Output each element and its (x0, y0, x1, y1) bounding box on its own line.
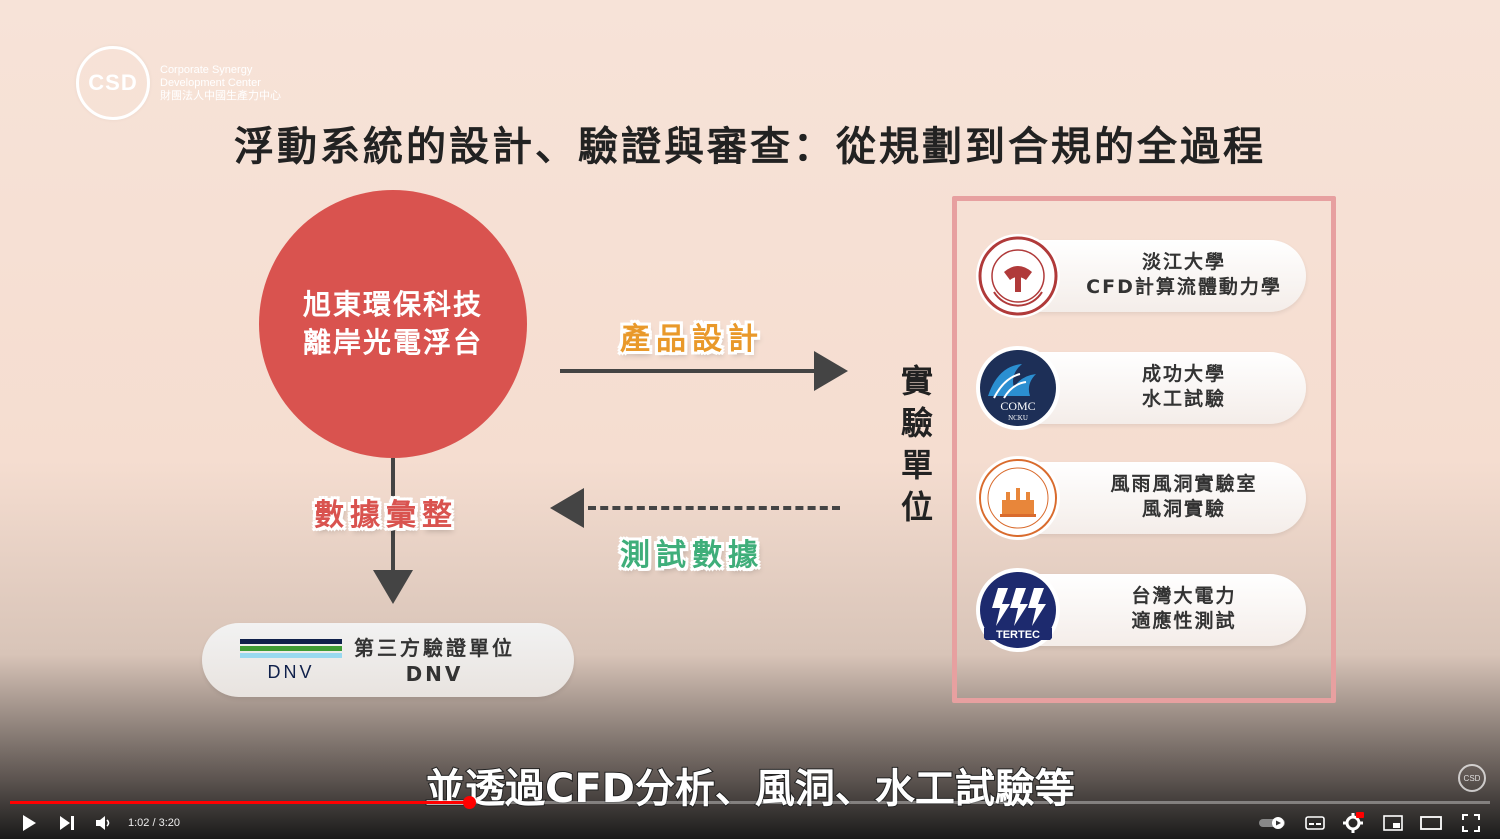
lab-units-box (952, 196, 1336, 703)
arrow-right-icon (814, 351, 848, 391)
lab-units-label: 實 驗 單 位 (896, 360, 938, 528)
dnv-logo-text: DNV (267, 662, 315, 682)
lab-text-ncku: 成功大學 水工試驗 (1070, 362, 1298, 412)
csd-logo-mark: CSD (76, 46, 150, 120)
player-controls: 1:02 / 3:20 (0, 807, 1500, 839)
lab-units-char-1: 實 (900, 362, 933, 400)
time-display: 1:02 / 3:20 (128, 817, 180, 829)
tamkang-university-seal-icon (974, 232, 1062, 320)
video-subtitle: 並透過CFD分析、風洞、水工試驗等 (424, 765, 1076, 813)
company-circle: 旭東環保科技 離岸光電浮台 (259, 190, 527, 458)
logo-line-3: 財團法人中國生產力中心 (160, 89, 281, 102)
dnv-stripes-icon (240, 639, 342, 658)
lab-text-tamkang: 淡江大學 CFD計算流體動力學 (1070, 250, 1298, 300)
autoplay-toggle[interactable] (1258, 807, 1288, 839)
autoplay-toggle-icon (1259, 817, 1285, 829)
miniplayer-button[interactable] (1380, 807, 1406, 839)
theater-icon (1420, 816, 1442, 830)
lab-1-name: 淡江大學 (1141, 251, 1226, 273)
lab-4-name: 台灣大電力 (1131, 585, 1237, 607)
lab-pill-tamkang: 淡江大學 CFD計算流體動力學 (976, 234, 1306, 318)
next-button[interactable] (54, 807, 80, 839)
logo-line-1: Corporate Synergy (160, 63, 253, 76)
ncku-text: NCKU (1008, 414, 1028, 422)
progress-scrubber[interactable] (462, 796, 476, 809)
fullscreen-icon (1462, 814, 1480, 832)
settings-button[interactable] (1340, 807, 1366, 839)
wind-tunnel-lab-seal-icon (974, 454, 1062, 542)
lab-3-name: 風雨風洞實驗室 (1110, 473, 1258, 495)
theater-mode-button[interactable] (1418, 807, 1444, 839)
lab-pill-tertec: TERTEC 台灣大電力 適應性測試 (976, 568, 1306, 652)
volume-button[interactable] (92, 807, 116, 839)
lab-units-char-3: 單 (900, 446, 933, 484)
dnv-logo: DNV (240, 639, 342, 683)
dnv-name: DNV (405, 662, 464, 686)
comc-text: COMC (1000, 399, 1035, 413)
captions-icon (1305, 816, 1325, 830)
lab-3-test: 風洞實驗 (1141, 498, 1226, 520)
next-icon (60, 816, 74, 830)
consolidate-label: 數據彙整 (314, 498, 458, 533)
slide-title: 浮動系統的設計、驗證與審查：從規劃到合規的全過程 (234, 124, 1266, 170)
progress-bar[interactable] (10, 796, 1490, 809)
lab-pill-wind-tunnel: 風雨風洞實驗室 風洞實驗 (976, 456, 1306, 540)
lab-2-test: 水工試驗 (1141, 388, 1226, 410)
gear-icon (1343, 812, 1364, 833)
csd-logo-text: Corporate Synergy Development Center 財團法… (160, 64, 281, 103)
comc-ncku-logo-icon: COMC NCKU (974, 344, 1062, 432)
lab-4-test: 適應性測試 (1131, 610, 1237, 632)
tertec-text: TERTEC (996, 629, 1040, 641)
lab-text-tertec: 台灣大電力 適應性測試 (1070, 584, 1298, 634)
tertec-logo-icon: TERTEC (974, 566, 1062, 654)
flow-line-down (391, 458, 395, 570)
lab-pill-ncku: COMC NCKU 成功大學 水工試驗 (976, 346, 1306, 430)
company-line-2: 離岸光電浮台 (302, 326, 483, 359)
dnv-pill: DNV 第三方驗證單位 DNV (202, 623, 574, 697)
play-button[interactable] (16, 807, 42, 839)
lab-1-test: CFD計算流體動力學 (1086, 276, 1282, 298)
lab-units-char-2: 驗 (900, 404, 933, 442)
csd-logo: CSD Corporate Synergy Development Center… (76, 46, 281, 120)
lab-text-wind-tunnel: 風雨風洞實驗室 風洞實驗 (1070, 472, 1298, 522)
progress-played (10, 801, 469, 804)
flow-line-dashed (588, 506, 840, 510)
test-data-label: 測試數據 (620, 538, 764, 573)
miniplayer-icon (1383, 815, 1403, 831)
fullscreen-button[interactable] (1458, 807, 1484, 839)
arrow-down-icon (373, 570, 413, 604)
logo-line-2: Development Center (160, 76, 261, 89)
lab-units-char-4: 位 (900, 488, 933, 526)
flow-line-right (560, 369, 816, 373)
channel-watermark[interactable]: CSD (1458, 764, 1486, 792)
arrow-left-icon (550, 488, 584, 528)
dnv-role: 第三方驗證單位 (354, 636, 515, 660)
captions-button[interactable] (1302, 807, 1328, 839)
volume-icon (96, 816, 110, 830)
design-label: 產品設計 (620, 322, 764, 357)
play-icon (23, 815, 36, 831)
dnv-text: 第三方驗證單位 DNV (354, 635, 515, 687)
lab-2-name: 成功大學 (1141, 363, 1226, 385)
company-line-1: 旭東環保科技 (302, 288, 483, 321)
